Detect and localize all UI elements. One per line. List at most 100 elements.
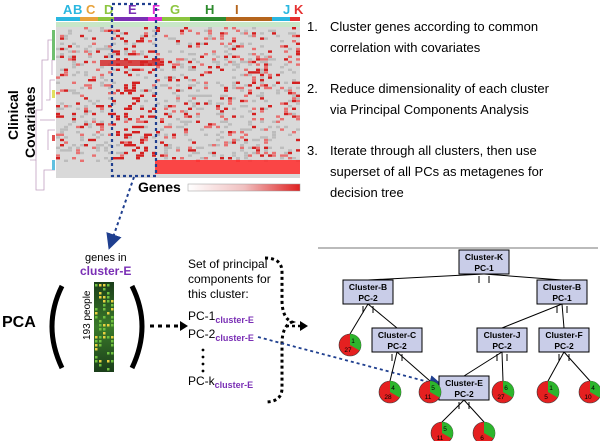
tree-node-cluster-label: Cluster-B <box>349 282 387 292</box>
tree-edge <box>389 351 398 382</box>
cluster-letter-D: D <box>104 2 113 17</box>
tree-edge <box>563 351 591 382</box>
tree-node-cluster-label: Cluster-E <box>445 378 483 388</box>
tree-leaf-l4: 627 <box>491 380 515 404</box>
tree-node-pc-label: PC-2 <box>492 341 512 351</box>
cluster-e-expression-matrix <box>94 282 114 372</box>
pc1-label: PC-1cluster-E <box>188 309 254 325</box>
cluster-strip-segment <box>272 17 290 21</box>
tree-node-cluster-label: Cluster-B <box>543 282 581 292</box>
step-number: 2. <box>307 81 318 96</box>
ellipsis-dots <box>201 348 205 373</box>
covariate-sidebar <box>52 30 55 170</box>
tree-node-cluster-label: Cluster-C <box>378 330 416 340</box>
cluster-letter-H: H <box>205 2 214 17</box>
left-paren <box>49 284 65 370</box>
tree-node-lc: Cluster-CPC-2 <box>371 327 423 361</box>
right-paren <box>129 284 145 370</box>
tree-node-root: Cluster-KPC-1 <box>458 249 510 283</box>
pc2-to-tree-arrow <box>257 336 444 390</box>
tree-leaf-l7: 511 <box>430 421 454 441</box>
tree-node-cluster-label: Cluster-F <box>545 330 582 340</box>
tree-leaf-l8: 6 <box>472 421 496 441</box>
tree-node-lb: Cluster-BPC-2 <box>342 279 394 313</box>
cluster-strip-segment <box>190 17 226 21</box>
cluster-strip-segment <box>290 17 300 21</box>
cluster-letter-G: G <box>170 2 180 17</box>
tree-leaf-l1: 127 <box>338 333 362 357</box>
cluster-strip-segment <box>80 17 98 21</box>
tree-leaf-l5: 15 <box>536 380 560 404</box>
tree-node-pc-label: PC-2 <box>387 341 407 351</box>
cluster-strip-segment <box>68 17 80 21</box>
leaf-count-bottom: 27 <box>344 347 352 354</box>
step-text-3-1: Iterate through all clusters, then use <box>330 143 537 158</box>
step-number: 3. <box>307 143 318 158</box>
leaf-count-bottom: 10 <box>584 394 592 401</box>
cluster-e-label: cluster-E <box>80 264 131 278</box>
pc-set-title-line-1: Set of principal <box>188 257 267 271</box>
tree-node-pc-label: PC-1 <box>552 293 572 303</box>
cluster-strip-segment <box>148 17 162 21</box>
step-text-2-1: Reduce dimensionality of each cluster <box>330 81 550 96</box>
cluster-strip-segment <box>162 17 190 21</box>
tree-edge <box>547 351 565 382</box>
pc-brace <box>264 256 297 404</box>
tree-edge <box>367 303 398 329</box>
step-text-1-2: correlation with covariates <box>330 40 481 55</box>
heatmap-cells <box>56 27 300 162</box>
tree-edge <box>483 273 563 281</box>
brace-arrow-head <box>300 321 308 331</box>
genes-axis-label: Genes <box>138 179 181 195</box>
tree-node-pc-label: PC-1 <box>474 263 494 273</box>
tree-edge <box>501 303 563 329</box>
tree-edge <box>561 303 565 329</box>
leaf-count-bottom: 11 <box>437 435 444 441</box>
leaf-count-bottom: 6 <box>480 435 484 441</box>
leaf-count-top: 4 <box>591 385 595 392</box>
tree-edge <box>367 273 485 281</box>
pca-label: PCA <box>2 314 36 331</box>
cluster-letter-I: I <box>235 2 239 17</box>
tree-edge <box>463 399 485 423</box>
tree-node-pc-label: PC-2 <box>358 293 378 303</box>
leaf-count-top: 4 <box>391 385 395 392</box>
leaf-count-top: 6 <box>504 385 508 392</box>
leaf-count-top: 5 <box>431 385 435 392</box>
leaf-count-bottom: 11 <box>425 394 432 401</box>
cluster-letter-J: J <box>283 2 290 17</box>
cluster-strip-segment <box>56 17 68 21</box>
tree-edge <box>441 399 465 423</box>
tree-leaf-l6: 410 <box>578 380 600 404</box>
cluster-to-pca-arrow <box>106 176 135 250</box>
step-text-2-2: via Principal Components Analysis <box>330 102 529 117</box>
tree-node-rb: Cluster-BPC-1 <box>536 279 588 313</box>
people-count-label: 193 people <box>82 290 93 340</box>
tree-edge <box>501 351 504 382</box>
leaf-count-bottom: 27 <box>497 394 505 401</box>
pc-set-title-line-2: components for <box>188 272 271 286</box>
covariates-axis-label-2: Covariates <box>22 86 38 158</box>
heatmap-bottom-band <box>155 160 300 174</box>
step-number: 1. <box>307 19 318 34</box>
leaf-count-top: 5 <box>443 426 447 433</box>
covariate-dendrogram <box>30 39 55 191</box>
tree-node-cluster-label: Cluster-J <box>484 330 521 340</box>
expression-matrix-cells <box>95 284 114 371</box>
step-text-1-1: Cluster genes according to common <box>330 19 538 34</box>
gene-dendrogram-band <box>56 22 300 27</box>
cluster-letter-E: E <box>128 2 137 17</box>
genes-in-label: genes in <box>85 252 127 264</box>
pca-panel: genes in cluster-E PCA 193 people <box>2 252 188 372</box>
cluster-color-strip <box>56 17 300 21</box>
cluster-strip-segment <box>226 17 272 21</box>
step-text-3-2: superset of all PCs as metagenes for <box>330 164 544 179</box>
leaf-count-bottom: 28 <box>384 394 392 401</box>
cluster-letter-C: C <box>86 2 96 17</box>
pc2-label: PC-2cluster-E <box>188 327 254 343</box>
tree-node-ee: Cluster-EPC-2 <box>438 375 490 409</box>
pca-output-arrow-head <box>180 321 188 331</box>
heatmap-red-block <box>100 60 160 66</box>
